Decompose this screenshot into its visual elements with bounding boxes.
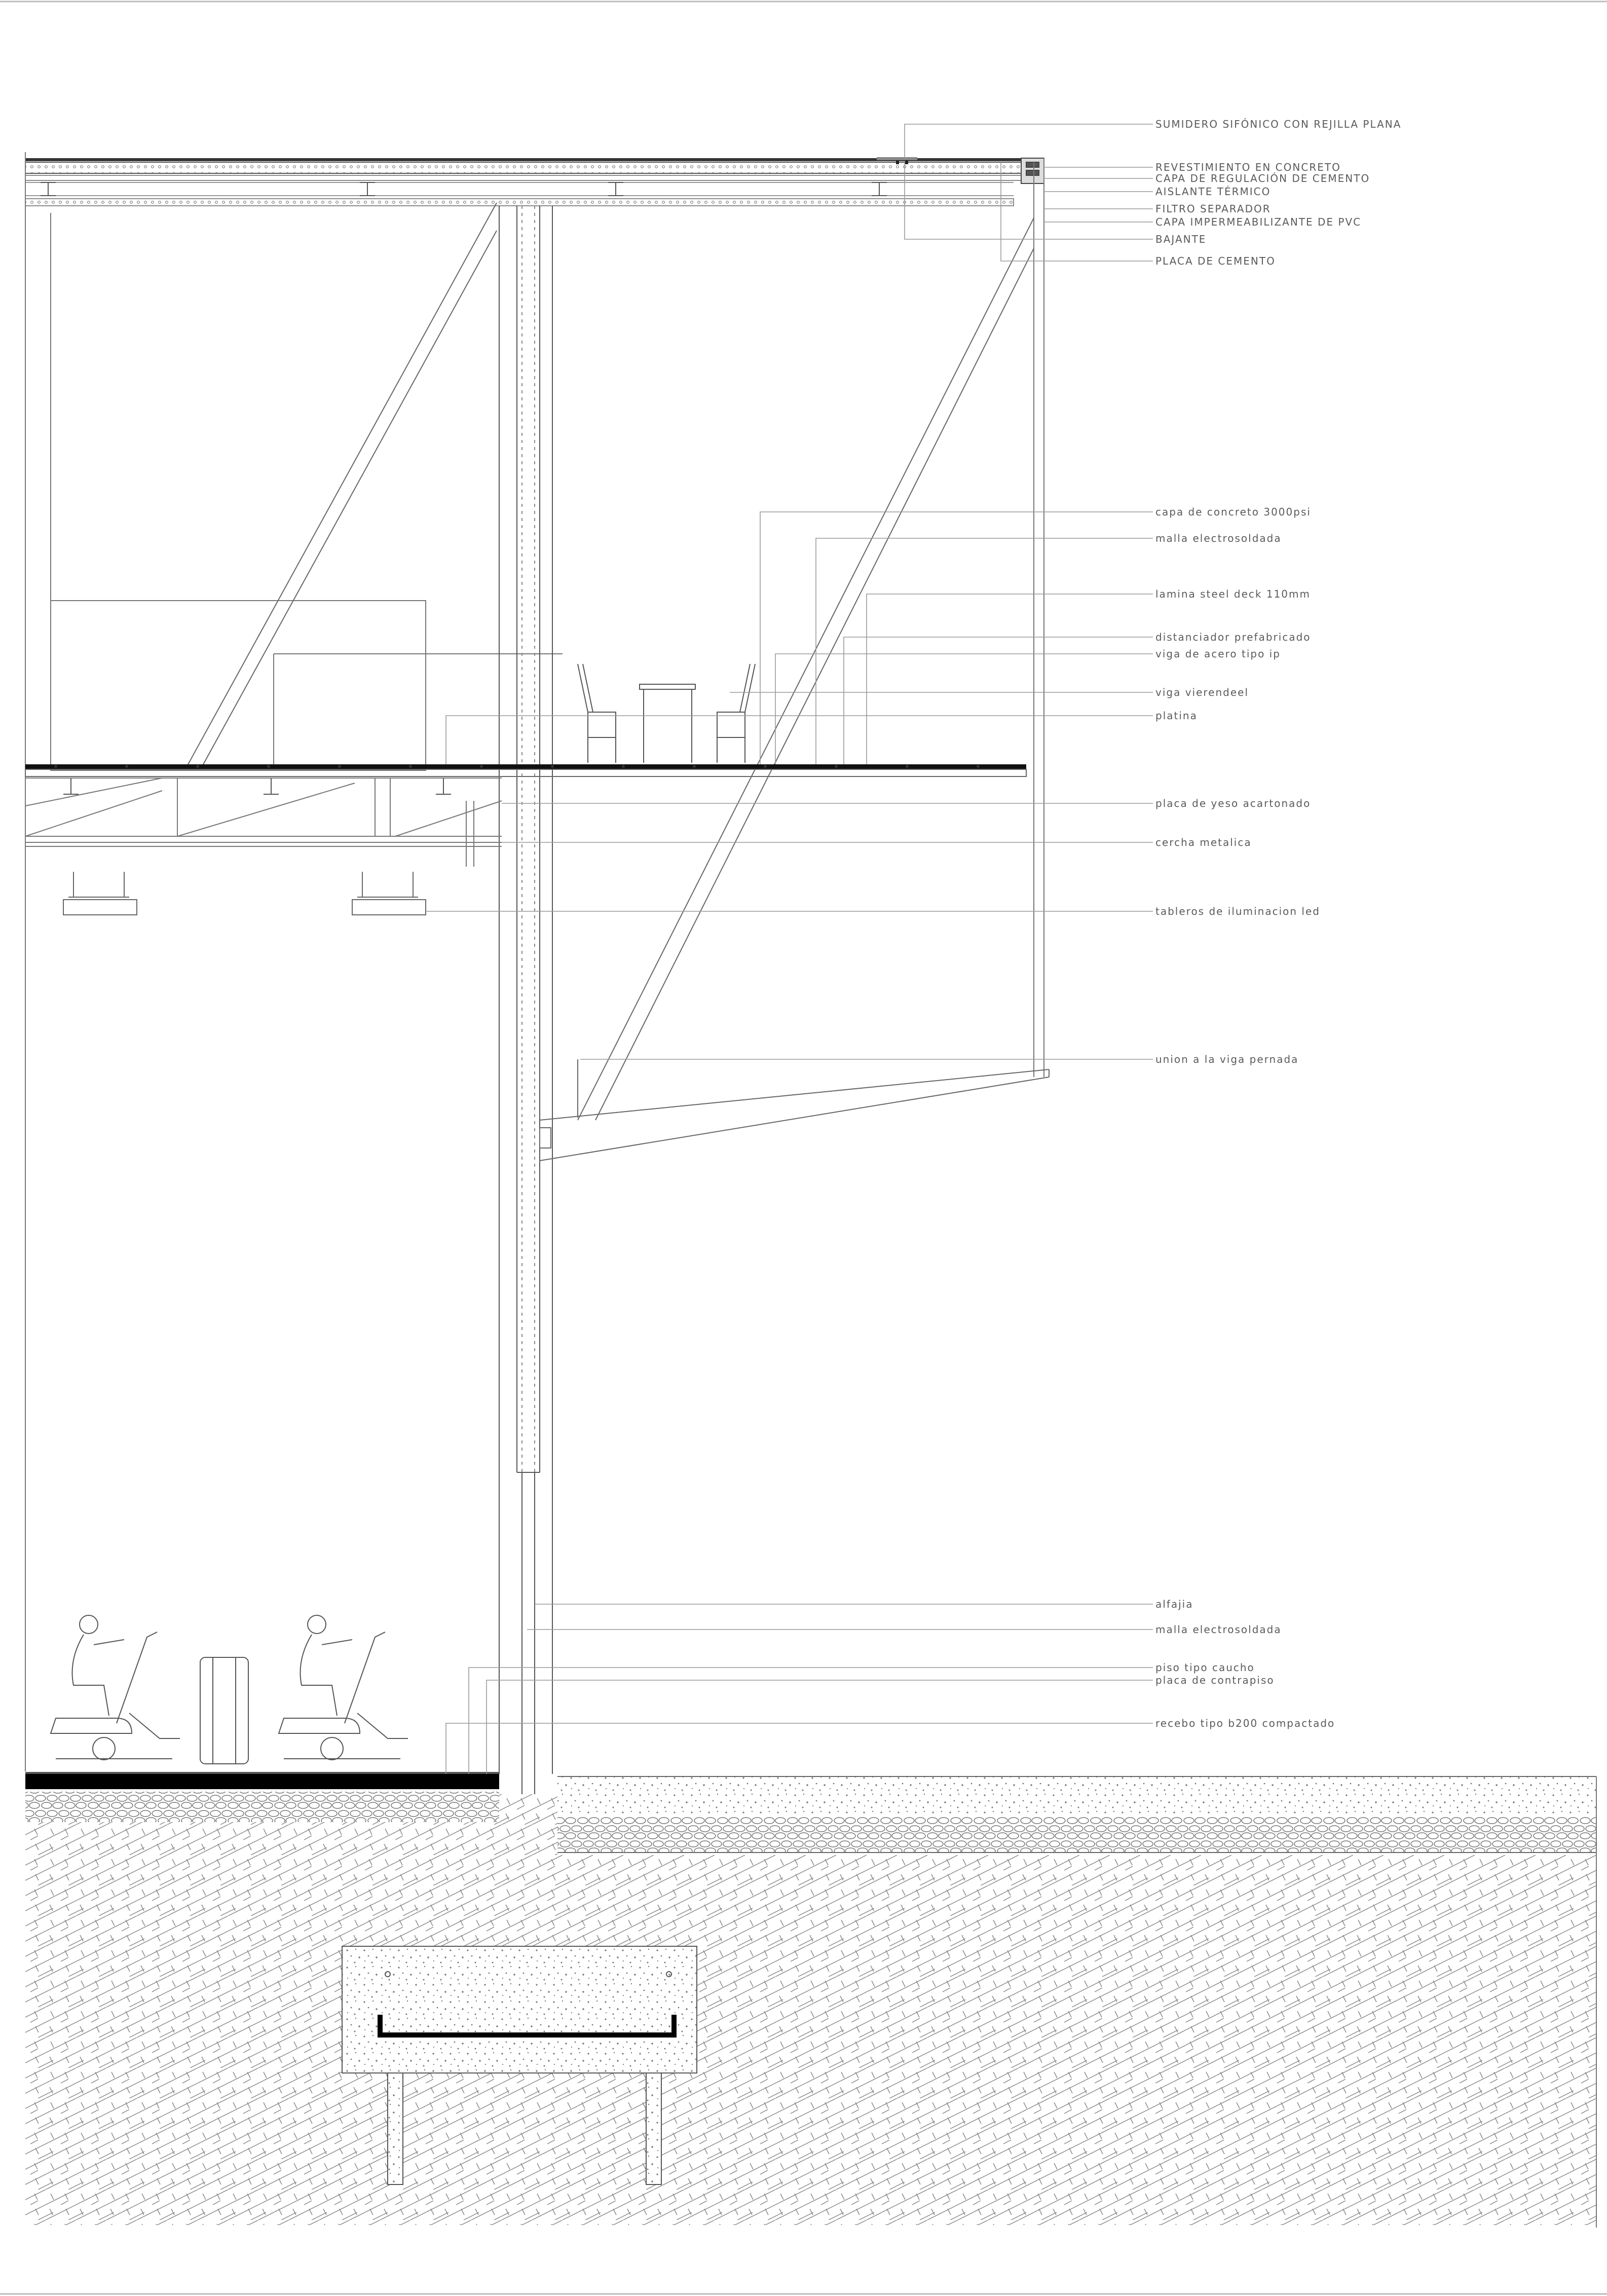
label-revestimiento: REVESTIMIENTO EN CONCRETO <box>1155 161 1341 173</box>
label-malla-1: malla electrosoldada <box>1155 532 1282 544</box>
diagonal-braces <box>187 202 1050 1161</box>
structure-lines <box>25 152 1044 1771</box>
label-steel-deck: lamina steel deck 110mm <box>1155 588 1311 600</box>
label-led: tableros de iluminacion led <box>1155 905 1320 917</box>
label-distanciador: distanciador prefabricado <box>1155 631 1311 643</box>
label-capa-pvc: CAPA IMPERMEABILIZANTE DE PVC <box>1155 216 1361 228</box>
annotation-labels: SUMIDERO SIFÓNICO CON REJILLA PLANA REVE… <box>1155 118 1401 1729</box>
label-placa-yeso: placa de yeso acartonado <box>1155 797 1311 809</box>
label-sumidero: SUMIDERO SIFÓNICO CON REJILLA PLANA <box>1155 118 1401 130</box>
label-placa-cemento: PLACA DE CEMENTO <box>1155 255 1276 267</box>
label-piso-caucho: piso tipo caucho <box>1155 1661 1255 1674</box>
label-cercha: cercha metalica <box>1155 836 1252 848</box>
led-panels <box>63 872 426 915</box>
label-viga-ip: viga de acero tipo ip <box>1155 648 1281 660</box>
foundation-footing <box>342 1946 697 2185</box>
ground-floor <box>25 1772 1597 2230</box>
label-capa-regulacion: CAPA DE REGULACIÓN DE CEMENTO <box>1155 172 1370 184</box>
label-platina: platina <box>1155 710 1198 722</box>
label-recebo: recebo tipo b200 compactado <box>1155 1717 1335 1729</box>
parapet-detail <box>1021 158 1044 184</box>
mezzanine-floor <box>25 764 1027 915</box>
siphon-drain <box>896 158 908 164</box>
leader-lines <box>426 124 1153 1774</box>
label-bajante: BAJANTE <box>1155 233 1206 245</box>
roof-slab <box>25 157 1044 206</box>
label-union: union a la viga pernada <box>1155 1053 1298 1065</box>
label-vierendeel: viga vierendeel <box>1155 686 1249 698</box>
central-column <box>499 206 553 2040</box>
label-capa-concreto: capa de concreto 3000psi <box>1155 506 1311 518</box>
table-and-chairs <box>577 663 756 763</box>
roof-ibeams <box>41 182 887 196</box>
label-malla-2: malla electrosoldada <box>1155 1623 1282 1636</box>
label-aislante: AISLANTE TÉRMICO <box>1155 186 1270 198</box>
steel-truss <box>25 777 502 867</box>
label-filtro: FILTRO SEPARADOR <box>1155 203 1271 215</box>
label-contrapiso: placa de contrapiso <box>1155 1674 1275 1686</box>
gym-figures <box>50 1615 408 1764</box>
label-alfajia: alfajia <box>1155 1598 1193 1610</box>
